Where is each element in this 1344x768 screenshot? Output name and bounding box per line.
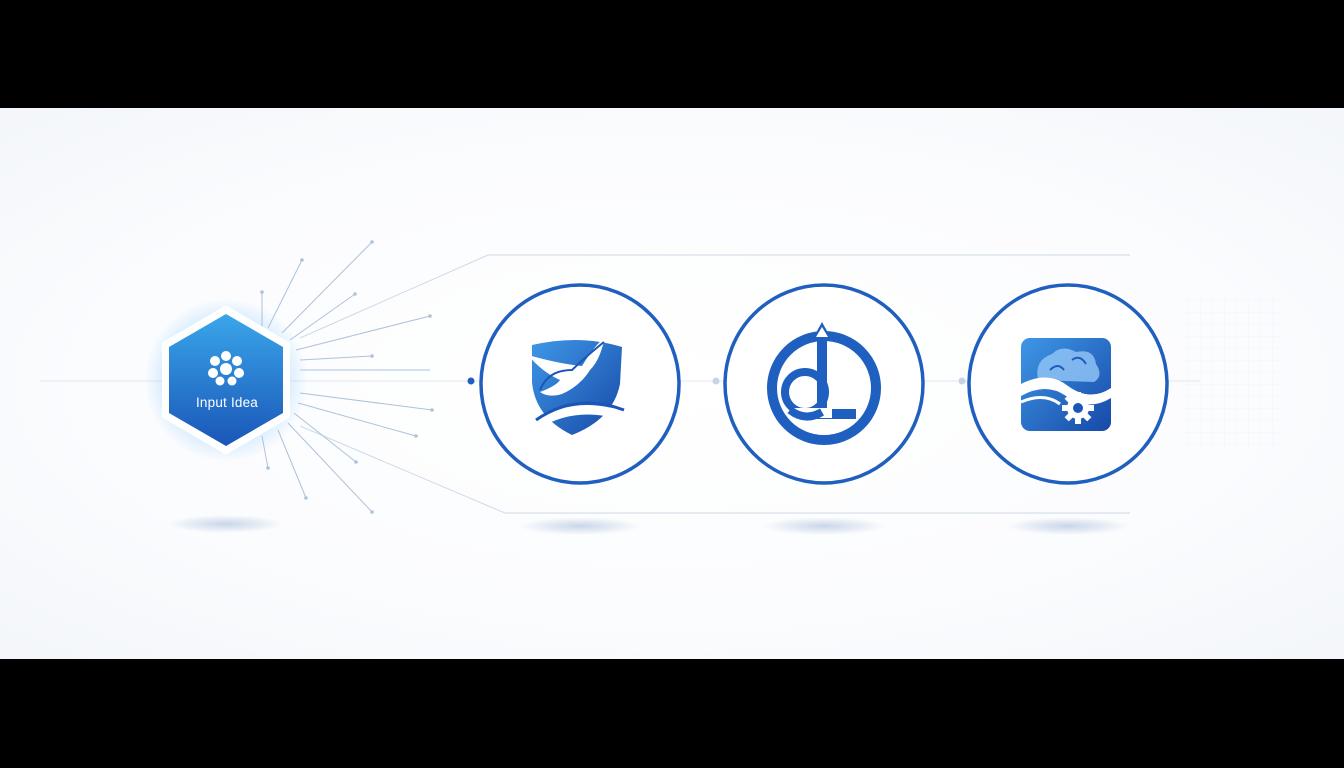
letterbox-bottom — [0, 659, 1344, 768]
connector-dot-3 — [958, 377, 966, 385]
input-idea-label: Input Idea — [195, 395, 259, 410]
stage-2-node[interactable] — [723, 283, 925, 485]
connector-dot-1 — [467, 377, 475, 385]
bird-shield-icon — [528, 336, 626, 435]
diagram-canvas: Input Idea — [0, 108, 1344, 659]
stage-2-shadow — [762, 517, 886, 535]
stage-3-node[interactable] — [967, 283, 1169, 485]
connector-dot-2 — [712, 377, 720, 385]
letterbox-top — [0, 0, 1344, 108]
brain-gear-icon — [1020, 338, 1111, 431]
hex-body — [169, 314, 283, 446]
stage-1-node[interactable] — [479, 283, 681, 485]
background-grid — [1180, 298, 1280, 448]
radiating-line-dots — [260, 240, 434, 514]
stage-1-shadow — [518, 517, 642, 535]
radiating-lines — [261, 241, 433, 513]
funnel-bottom-line — [299, 425, 1130, 514]
hex-shadow — [168, 515, 284, 533]
turtle-shell-icon — [208, 351, 244, 386]
funnel-top-line — [299, 254, 1130, 339]
stage-3-shadow — [1006, 517, 1130, 535]
ql-monogram-icon — [767, 322, 881, 445]
input-idea-node[interactable] — [144, 298, 308, 462]
